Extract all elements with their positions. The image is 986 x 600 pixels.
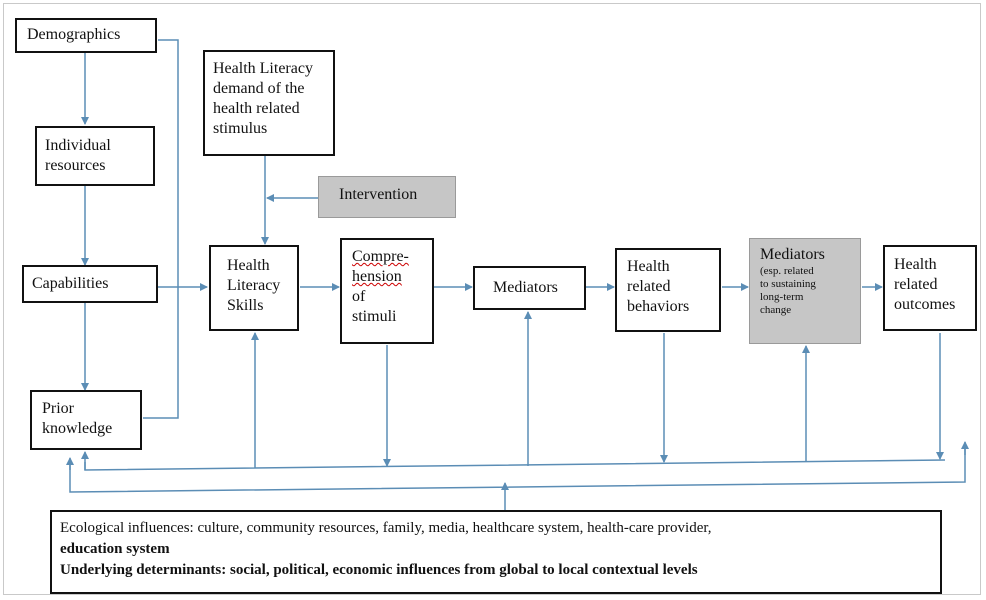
individual-resources-label-2: resources xyxy=(45,157,106,174)
demographics-box: Demographics xyxy=(15,18,157,53)
capabilities-box: Capabilities xyxy=(22,265,158,303)
hl-demand-label-1: Health Literacy xyxy=(213,60,313,77)
hl-demand-label-3: health related xyxy=(213,100,300,117)
feedback-bus xyxy=(84,459,946,471)
prior-knowledge-label-2: knowledge xyxy=(42,420,113,437)
individual-resources-label-1: Individual xyxy=(45,137,111,154)
mediators-longterm-line-3: long-term xyxy=(760,291,804,303)
hl-skills-label-3: Skills xyxy=(227,297,264,314)
intervention-label: Intervention xyxy=(339,186,418,203)
hl-demand-box: Health Literacy demand of the health rel… xyxy=(203,50,335,156)
comprehension-label-3: of xyxy=(352,288,366,305)
behaviors-label-1: Health xyxy=(627,258,670,275)
outcomes-label-2: related xyxy=(894,276,938,293)
mediators-label: Mediators xyxy=(493,279,558,296)
mediators-box: Mediators xyxy=(473,266,586,310)
hl-skills-box: Health Literacy Skills xyxy=(209,245,299,331)
mediators-longterm-box: Mediators (esp. related to sustaining lo… xyxy=(749,238,861,344)
outcomes-box: Health related outcomes xyxy=(883,245,977,331)
ecological-text: Ecological influences: culture, communit… xyxy=(60,518,940,581)
mediators-longterm-line-1: (esp. related xyxy=(760,265,814,277)
prior-knowledge-label-1: Prior xyxy=(42,400,74,417)
ecological-line-1: Ecological influences: culture, communit… xyxy=(60,520,712,536)
determinants-line: Underlying determinants: social, politic… xyxy=(60,562,698,578)
ecological-box xyxy=(50,510,942,594)
comprehension-label-4: stimuli xyxy=(352,308,397,325)
behaviors-label-2: related xyxy=(627,278,671,295)
capabilities-label: Capabilities xyxy=(32,275,109,292)
mediators-longterm-title: Mediators xyxy=(760,246,825,263)
comprehension-box: Compre- hension of stimuli xyxy=(340,238,434,344)
diagram-frame xyxy=(3,3,981,595)
hl-demand-label-4: stimulus xyxy=(213,120,268,137)
behaviors-label-3: behaviors xyxy=(627,298,690,315)
outcomes-label-1: Health xyxy=(894,256,937,273)
mediators-longterm-line-4: change xyxy=(760,304,792,316)
outcomes-label-3: outcomes xyxy=(894,296,956,313)
comprehension-label-1: Compre- xyxy=(352,248,409,265)
comprehension-label-2: hension xyxy=(352,268,402,285)
ecology-horizontal xyxy=(69,444,966,493)
prior-knowledge-box: Prior knowledge xyxy=(30,390,142,450)
ecological-line-2: education system xyxy=(60,541,170,557)
demographics-label: Demographics xyxy=(27,26,121,43)
behaviors-box: Health related behaviors xyxy=(615,248,721,332)
bracket-left xyxy=(143,39,179,419)
intervention-box: Intervention xyxy=(318,176,456,218)
hl-skills-label-2: Literacy xyxy=(227,277,281,294)
individual-resources-box: Individual resources xyxy=(35,126,155,186)
mediators-longterm-line-2: to sustaining xyxy=(760,278,816,290)
hl-demand-label-2: demand of the xyxy=(213,80,305,97)
hl-skills-label-1: Health xyxy=(227,257,270,274)
